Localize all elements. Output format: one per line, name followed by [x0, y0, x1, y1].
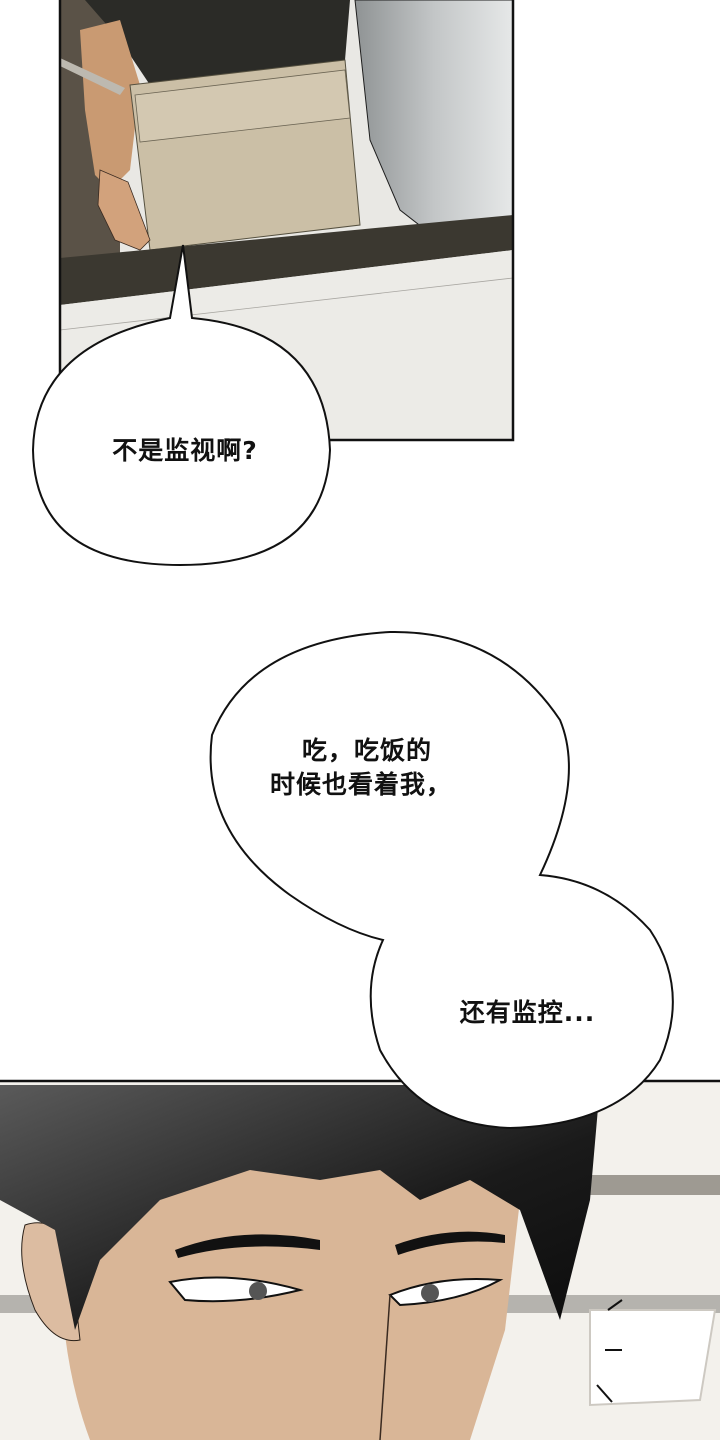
- bubble-1-line-1: 不是监视啊?: [112, 436, 258, 465]
- bubble-2-line-1: 吃，吃饭的: [302, 736, 433, 765]
- bubble-3-text: 还有监控...: [420, 996, 635, 1030]
- panel-2-art: [0, 1080, 720, 1440]
- speech-bubble-2: [209, 630, 674, 1130]
- bubble-2-line-2: 时候也看着我，: [270, 770, 453, 799]
- bubble-3-line-1: 还有监控...: [459, 998, 596, 1027]
- speech-bubble-1: [31, 244, 332, 567]
- bubble-2-text: 吃，吃饭的 时候也看着我，: [270, 734, 480, 802]
- bubble-1-text: 不是监视啊?: [60, 434, 310, 468]
